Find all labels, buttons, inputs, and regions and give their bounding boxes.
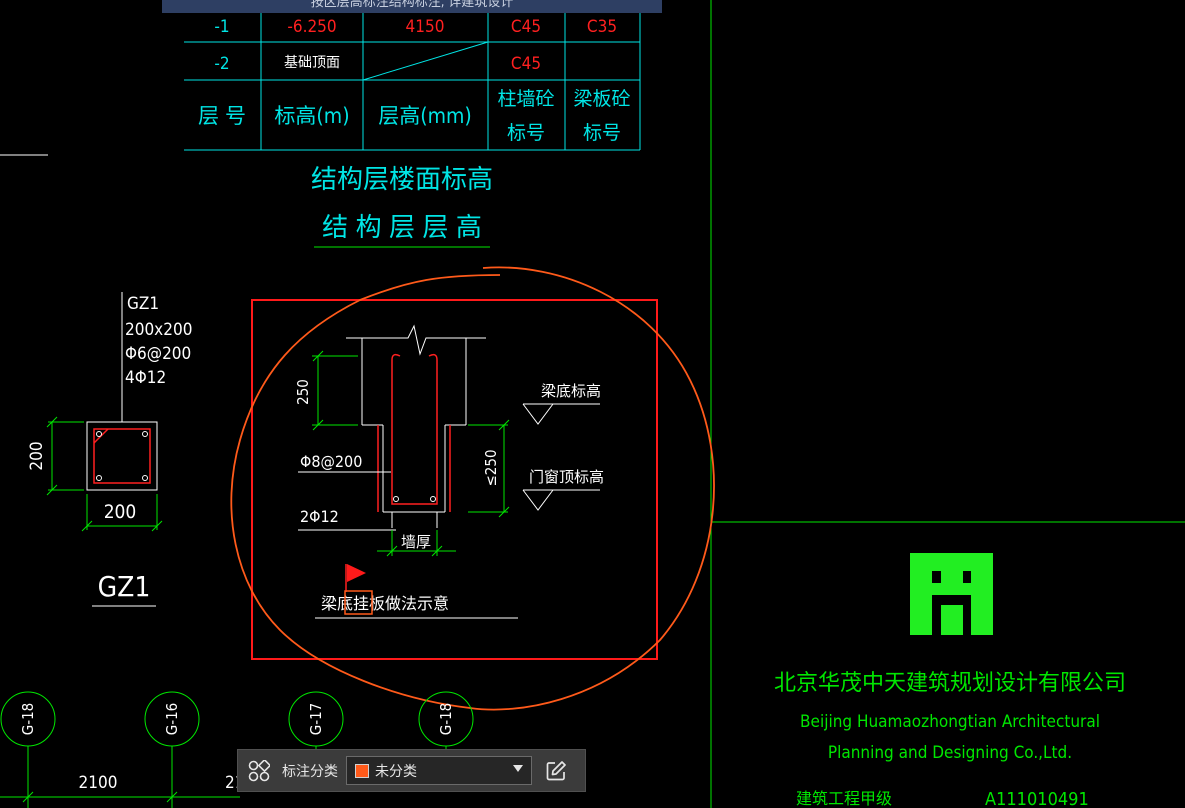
gz1-dim-height: 200 xyxy=(27,441,47,470)
axis-label-2: G-16 xyxy=(163,703,181,736)
company-name-en-1: Beijing Huamaozhongtian Architectural xyxy=(800,712,1100,732)
detail-dim-250: 250 xyxy=(294,379,312,405)
beam-hanging-detail xyxy=(298,324,600,619)
gz1-note-4: 4Φ12 xyxy=(125,368,166,388)
gz1-note-2: 200x200 xyxy=(125,320,192,340)
markup-selection-box[interactable] xyxy=(344,590,373,615)
detail-label-stirrup: Φ8@200 xyxy=(300,452,362,471)
gz1-title: GZ1 xyxy=(98,570,151,603)
axis-dim-1: 2100 xyxy=(79,773,118,793)
header-floor: 层 号 xyxy=(198,104,246,128)
table-diagonal-line xyxy=(362,41,489,81)
detail-label-beam-bottom: 梁底标高 xyxy=(541,382,601,400)
markup-freehand-circle[interactable] xyxy=(230,266,715,711)
company-name-en-2: Planning and Designing Co.,Ltd. xyxy=(828,743,1072,763)
category-selected-value: 未分类 xyxy=(375,763,417,780)
header-col-conc-2: 标号 xyxy=(507,122,545,144)
axis-label-1: G-18 xyxy=(19,703,37,736)
axis-grid xyxy=(0,691,474,808)
gz1-section xyxy=(46,292,163,607)
gz1-dim-width: 200 xyxy=(104,501,137,523)
detail-label-window-top: 门窗顶标高 xyxy=(529,468,604,486)
header-col-conc-1: 柱墙砼 xyxy=(497,88,554,110)
category-select[interactable]: 未分类 xyxy=(346,756,532,785)
table-caption-2: 结 构 层 层 高 xyxy=(322,213,482,243)
detail-label-bars: 2Φ12 xyxy=(300,507,339,526)
category-color-swatch xyxy=(355,763,369,778)
row1-slab-conc: C35 xyxy=(587,17,617,37)
detail-label-wall: 墙厚 xyxy=(401,533,431,551)
company-logo xyxy=(910,553,993,635)
header-elev: 标高(m) xyxy=(274,104,349,128)
gz1-note-1: GZ1 xyxy=(127,294,159,314)
company-name-cn: 北京华茂中天建筑规划设计有限公司 xyxy=(774,671,1126,696)
row1-elev: -6.250 xyxy=(287,17,336,37)
category-label: 标注分类 xyxy=(282,763,338,780)
detail-title: 梁底挂板做法示意 xyxy=(321,594,449,613)
axis-label-3: G-17 xyxy=(307,703,325,736)
header-slab-conc-2: 标号 xyxy=(583,122,621,144)
row1-height: 4150 xyxy=(406,17,445,37)
flag-marker-icon[interactable] xyxy=(345,564,366,592)
row2-elev: 基础顶面 xyxy=(284,54,340,71)
table-banner-text: 按区层高标注结构标注, 详建筑设计 xyxy=(311,0,513,10)
floor-elevation-table xyxy=(162,0,662,151)
table-caption-1: 结构层楼面标高 xyxy=(311,165,493,195)
axis-label-4: G-18 xyxy=(437,703,455,736)
grid-icon[interactable] xyxy=(248,759,270,782)
company-grade: 建筑工程甲级 xyxy=(796,789,892,808)
header-slab-conc-1: 梁板砼 xyxy=(573,88,630,110)
detail-highlight-box[interactable] xyxy=(251,299,658,660)
chevron-down-icon[interactable] xyxy=(513,765,523,772)
row1-floor: -1 xyxy=(214,17,229,37)
edit-icon[interactable] xyxy=(544,759,568,783)
row2-floor: -2 xyxy=(214,54,229,74)
gz1-note-3: Φ6@200 xyxy=(125,344,191,364)
detail-dim-le250: ≤250 xyxy=(482,449,500,486)
annotation-toolbar: 标注分类 未分类 xyxy=(237,749,586,792)
company-cert-no: A111010491 xyxy=(985,789,1089,808)
row1-col-conc: C45 xyxy=(511,17,541,37)
table-top-banner xyxy=(162,0,662,13)
header-height: 层高(mm) xyxy=(378,104,472,128)
row2-col-conc: C45 xyxy=(511,54,541,74)
